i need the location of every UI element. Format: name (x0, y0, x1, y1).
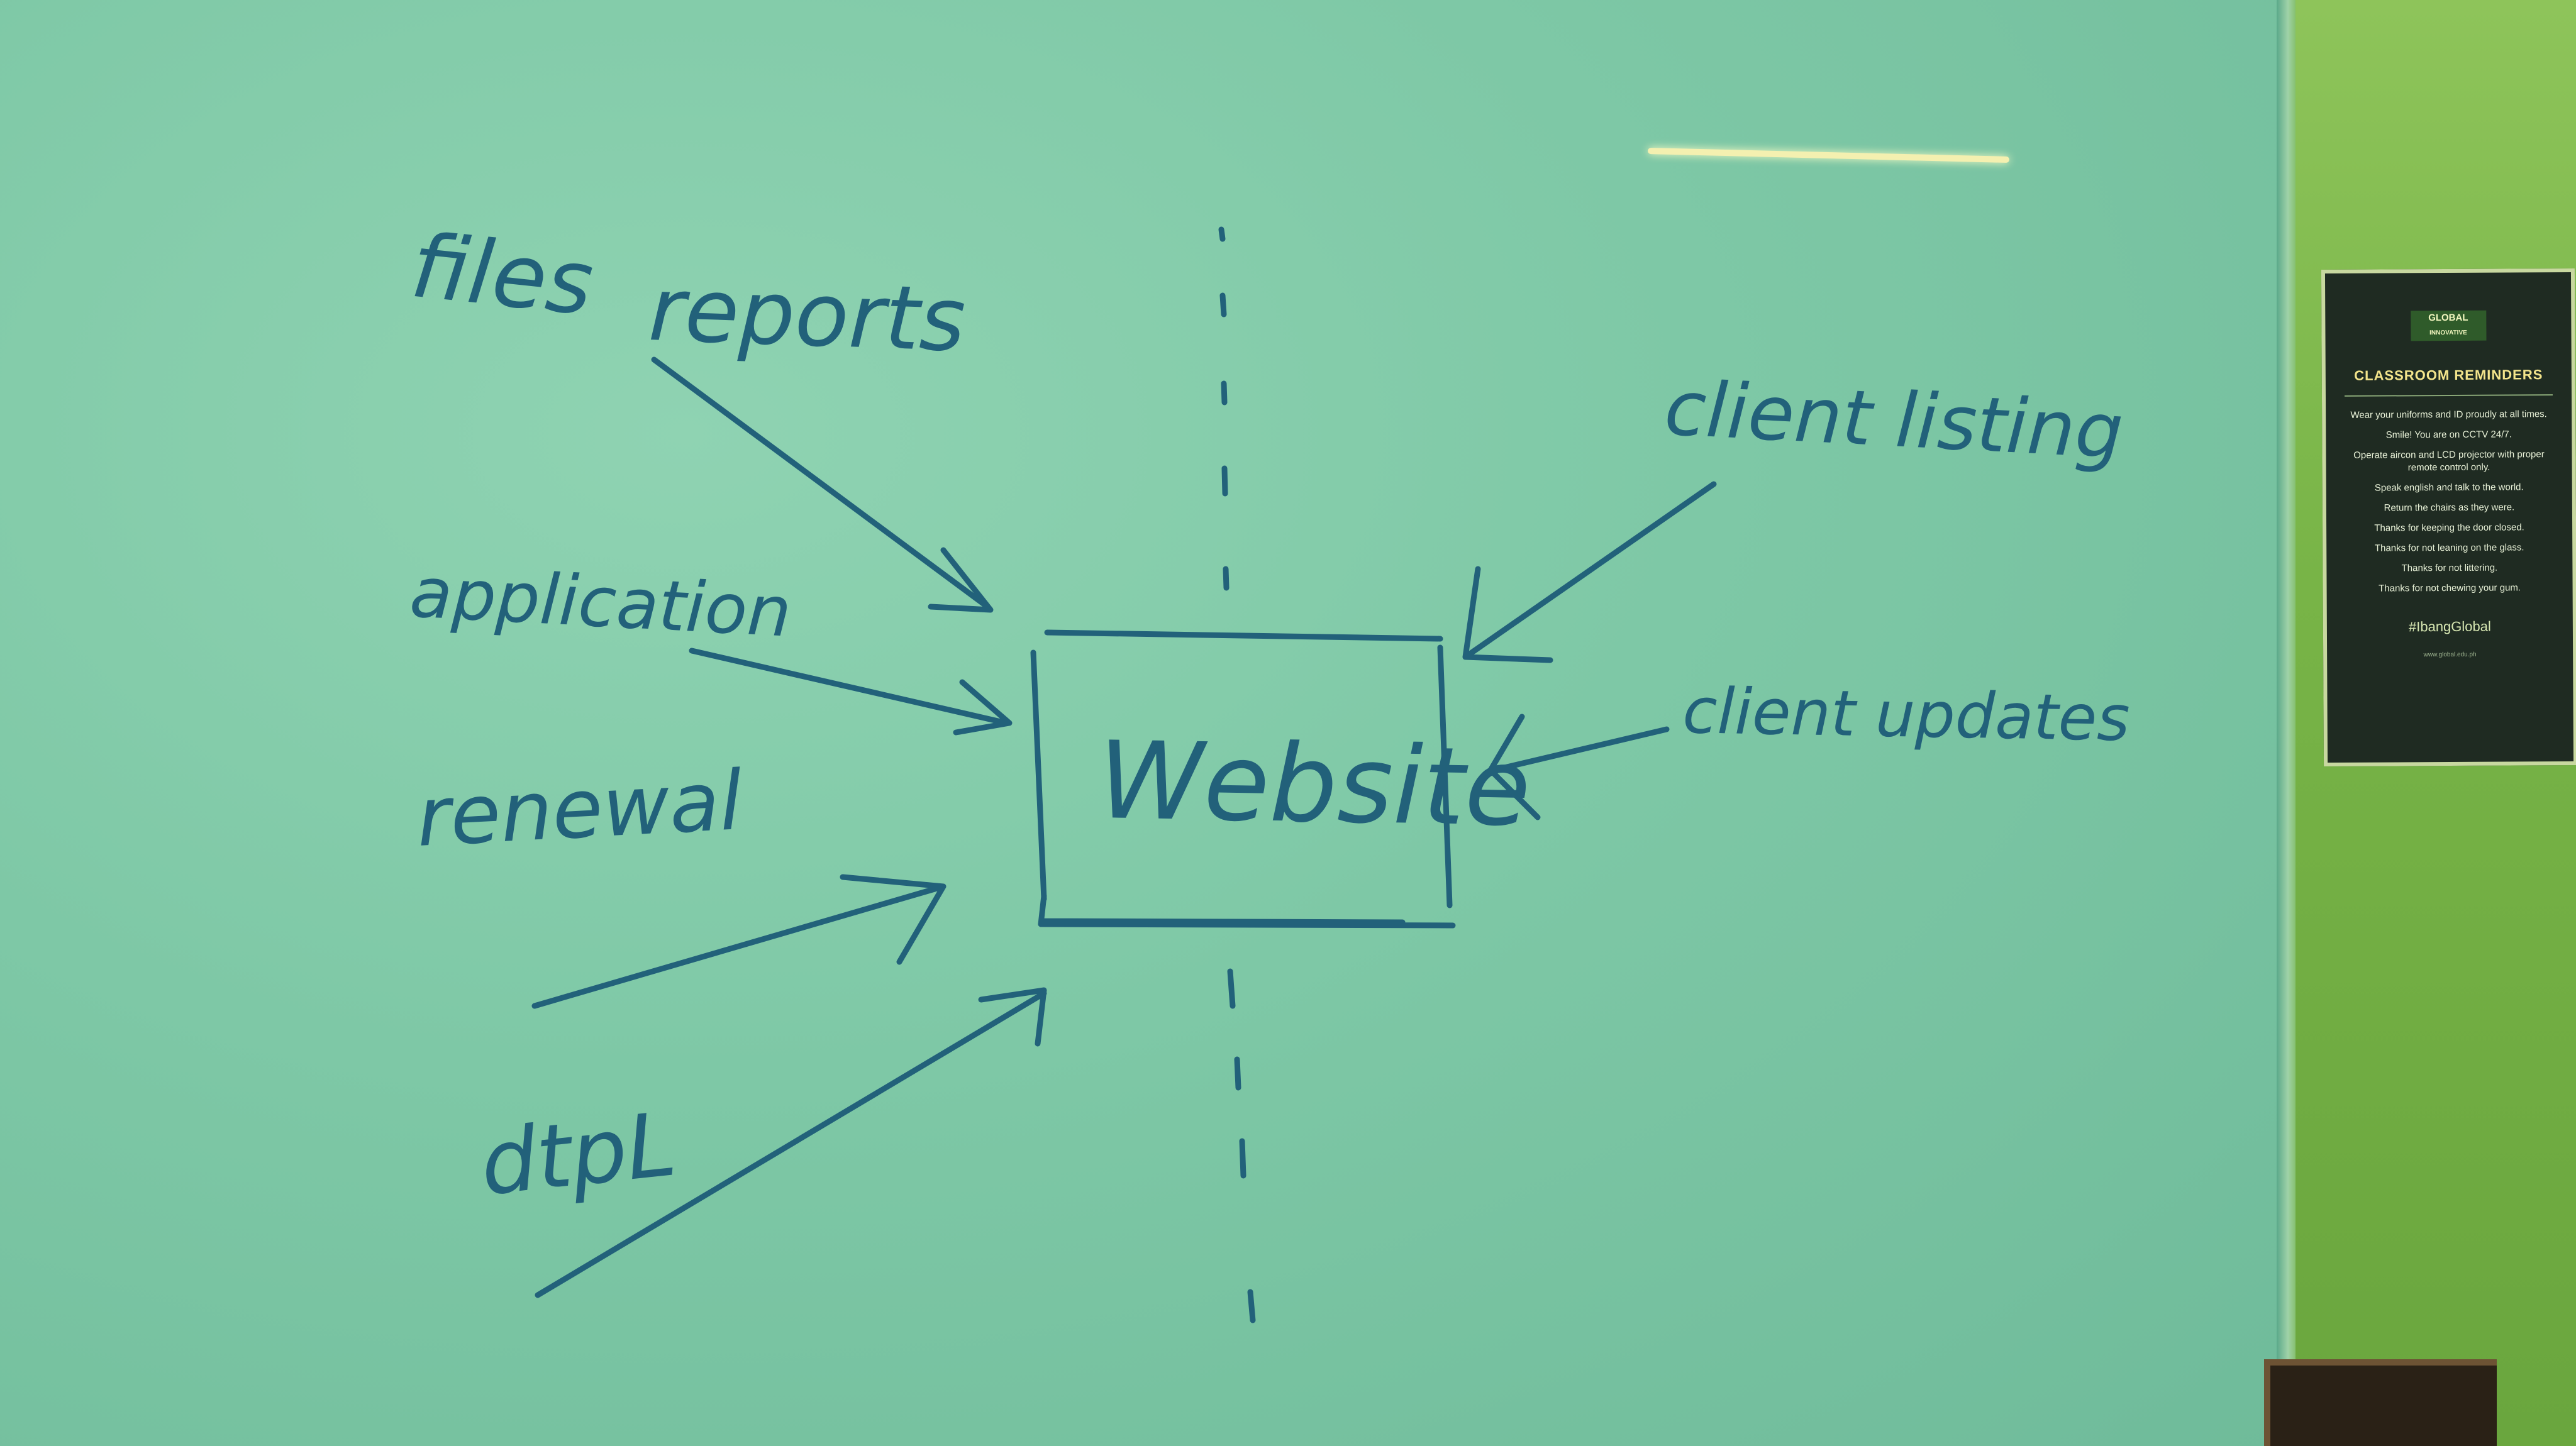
label-dtpl: dtpL (476, 1093, 681, 1216)
arrow-renewal (531, 874, 947, 1009)
label-files: files (406, 215, 597, 336)
label-application: application (408, 552, 794, 653)
whiteboard-edge (2277, 0, 2296, 1446)
poster-website: www.global.edu.ph (2423, 651, 2477, 659)
arrow-files-reports (651, 356, 994, 613)
logo-text-mid: INNOVATIVE (2429, 329, 2467, 337)
reminder-item: Thanks for not littering. (2401, 562, 2498, 574)
divider-bottom (1227, 968, 1256, 1323)
glass-whiteboard (0, 0, 2289, 1446)
marker-drawing: Website files reports application renewa… (406, 215, 2131, 1323)
poster-hashtag: #IbangGlobal (2408, 618, 2491, 635)
logo-text-top: GLOBAL (2428, 312, 2468, 324)
label-client-updates: client updates (1682, 674, 2131, 755)
reminder-item: Thanks for not chewing your gum. (2379, 582, 2521, 594)
arrow-application (689, 648, 1013, 736)
reminders-list: Wear your uniforms and ID proudly at all… (2326, 408, 2573, 595)
website-box (1030, 629, 1456, 929)
school-logo: GLOBAL INNOVATIVE (2410, 310, 2487, 341)
reminder-item: Thanks for not leaning on the glass. (2374, 542, 2524, 554)
wall-vent (2264, 1359, 2497, 1446)
reminder-item: Thanks for keeping the door closed. (2374, 522, 2524, 534)
arrow-client-updates (1487, 714, 1670, 820)
poster-title: CLASSROOM REMINDERS (2354, 367, 2543, 384)
label-renewal: renewal (414, 753, 745, 865)
arrow-dtpl (535, 987, 1047, 1298)
reminder-item: Return the chairs as they were. (2384, 502, 2515, 514)
arrow-client-listing (1462, 481, 1717, 663)
reminder-item: Operate aircon and LCD projector with pr… (2353, 449, 2545, 473)
reminder-item: Speak english and talk to the world. (2374, 482, 2524, 494)
label-website: Website (1097, 719, 1531, 851)
classroom-reminders-poster: GLOBAL INNOVATIVE CLASSROOM REMINDERS We… (2321, 268, 2576, 767)
label-client-listing: client listing (1662, 365, 2125, 476)
label-reports: reports (647, 258, 967, 372)
reminder-item: Wear your uniforms and ID proudly at all… (2350, 409, 2547, 421)
reminder-item: Smile! You are on CCTV 24/7. (2385, 429, 2512, 441)
poster-divider (2344, 394, 2553, 397)
divider-top (1218, 226, 1230, 591)
